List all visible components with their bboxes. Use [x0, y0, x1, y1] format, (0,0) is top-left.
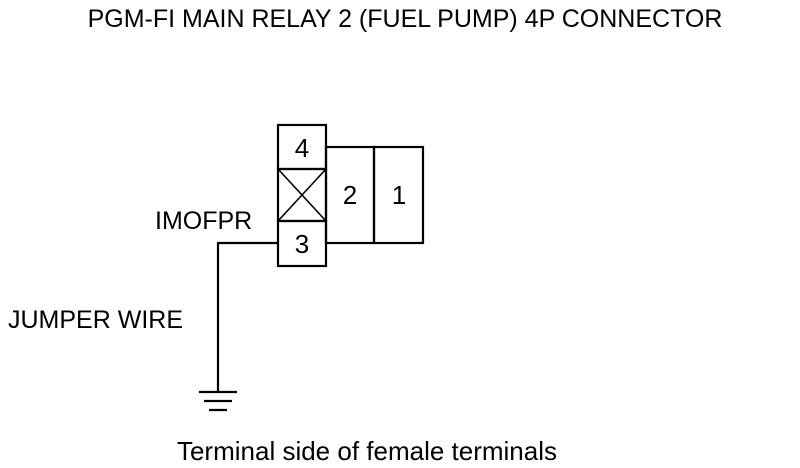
terminal-1-label: 1	[392, 180, 406, 210]
diagram-title: PGM-FI MAIN RELAY 2 (FUEL PUMP) 4P CONNE…	[88, 5, 723, 33]
terminal-4-label: 4	[295, 133, 309, 163]
jumper-wire-line	[216, 241, 278, 392]
terminal-3-label: 3	[295, 229, 309, 259]
diagram-caption: Terminal side of female terminals	[177, 436, 557, 466]
blocked-cross-icon	[277, 168, 327, 222]
jumper-wire-label: JUMPER WIRE	[8, 306, 183, 334]
connector-4p: 4 3 2 1	[276, 123, 425, 268]
terminal-1-cell	[372, 145, 425, 245]
wire-label-imofpr: IMOFPR	[155, 207, 252, 235]
terminal-2-label: 2	[343, 180, 357, 210]
ground-symbol-icon	[199, 390, 237, 412]
